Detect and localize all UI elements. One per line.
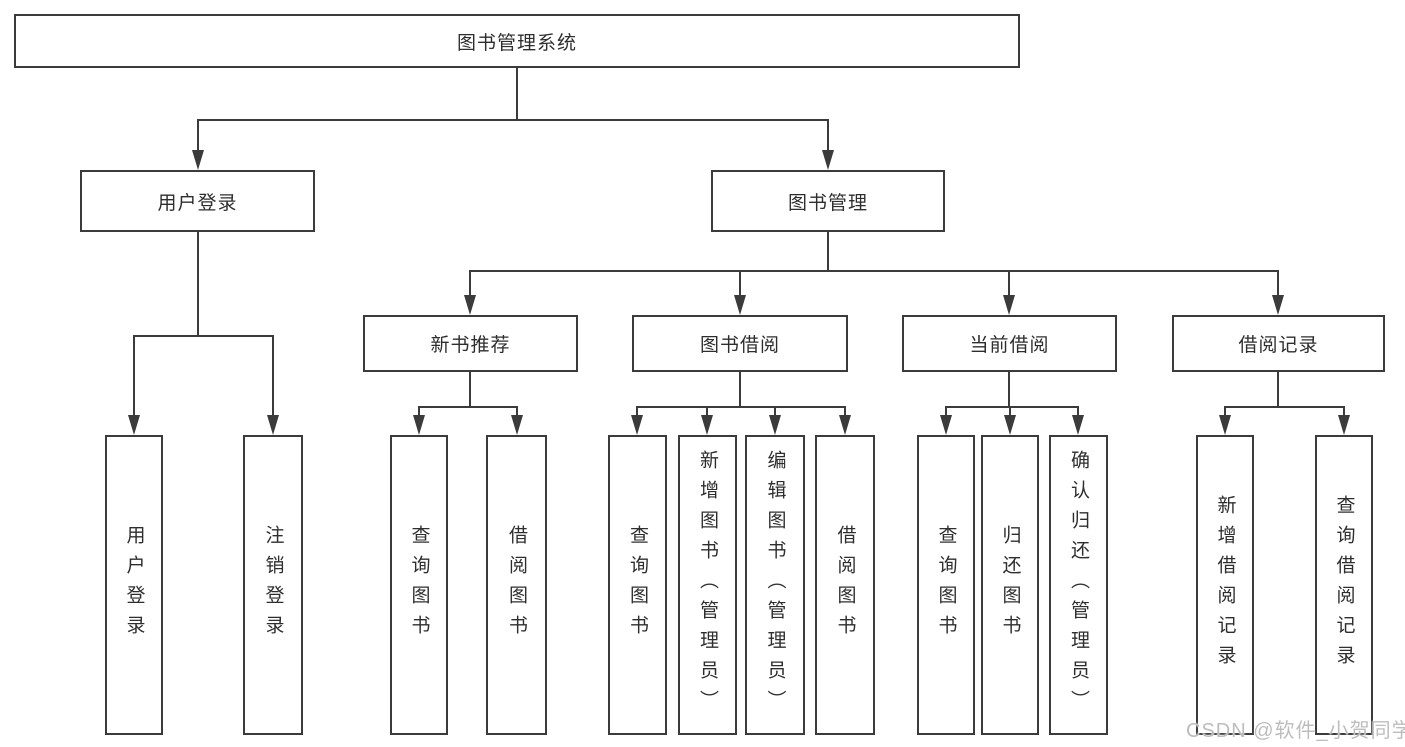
node-label: 确认归还（管理员）: [1068, 450, 1089, 720]
node-library-management-system: 图书管理系统: [14, 14, 1020, 68]
leaf-query-borrow-record: 查询借阅记录: [1315, 435, 1373, 735]
connector-book-management-children: [464, 232, 1284, 315]
leaf-user-login: 用户登录: [105, 435, 163, 735]
connector-user-login-children: [128, 232, 279, 435]
leaf-add-borrow-record: 新增借阅记录: [1196, 435, 1254, 735]
node-current-borrow: 当前借阅: [902, 315, 1117, 372]
node-book-management: 图书管理: [711, 170, 945, 232]
node-label: 图书管理: [787, 192, 868, 214]
node-label: 用户登录: [157, 192, 238, 214]
node-label: 查询借阅记录: [1333, 495, 1355, 675]
connector-borrow-records-children: [1219, 372, 1350, 435]
node-label: 查询图书: [627, 525, 648, 645]
connector-new-book-recommend-children: [413, 372, 523, 435]
node-label: 编辑图书（管理员）: [764, 450, 786, 720]
leaf-borrow-books-2: 借阅图书: [815, 435, 875, 735]
node-label: 借阅图书: [834, 525, 856, 645]
node-user-login: 用户登录: [80, 170, 315, 232]
connector-current-borrow-children: [940, 372, 1084, 435]
csdn-watermark: CSDN @软件_小贺同学: [1186, 720, 1405, 742]
node-label: 归还图书: [999, 525, 1021, 645]
node-label: 查询图书: [408, 525, 430, 645]
leaf-query-books-1: 查询图书: [390, 435, 448, 735]
leaf-query-books-3: 查询图书: [917, 435, 975, 735]
leaf-return-books: 归还图书: [981, 435, 1039, 735]
node-label: 借阅图书: [506, 525, 527, 645]
node-label: 图书借阅: [699, 335, 780, 356]
node-label: 注销登录: [262, 525, 284, 645]
leaf-confirm-return-admin: 确认归还（管理员）: [1049, 435, 1108, 735]
node-label: 借阅记录: [1238, 335, 1319, 356]
node-book-borrow: 图书借阅: [632, 315, 848, 372]
node-label: 新增借阅记录: [1214, 495, 1236, 675]
node-label: 新增图书（管理员）: [697, 450, 718, 720]
node-label: 图书管理系统: [456, 32, 577, 54]
node-label: 新书推荐: [430, 335, 511, 356]
node-borrow-records: 借阅记录: [1172, 315, 1385, 372]
node-label: 用户登录: [123, 525, 145, 645]
connector-root-to-level2: [192, 68, 834, 170]
leaf-edit-books-admin: 编辑图书（管理员）: [745, 435, 805, 735]
leaf-borrow-books-1: 借阅图书: [486, 435, 547, 735]
node-label: 查询图书: [935, 525, 957, 645]
node-label: 当前借阅: [969, 335, 1050, 356]
leaf-query-books-2: 查询图书: [608, 435, 667, 735]
node-new-book-recommend: 新书推荐: [363, 315, 578, 372]
leaf-add-books-admin: 新增图书（管理员）: [678, 435, 737, 735]
connector-book-borrow-children: [631, 372, 851, 435]
leaf-logout: 注销登录: [243, 435, 303, 735]
